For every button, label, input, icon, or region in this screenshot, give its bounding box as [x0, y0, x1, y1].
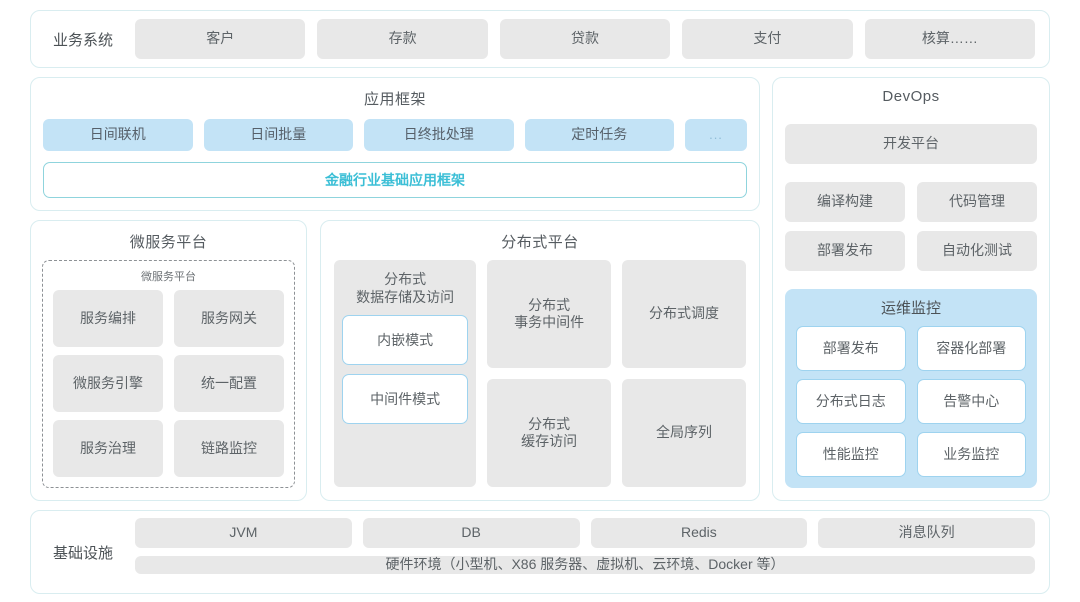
dist-mode-embedded[interactable]: 内嵌模式 [342, 315, 469, 366]
app-framework-title: 应用框架 [363, 91, 426, 108]
dist-data-storage-group[interactable]: 分布式 数据存储及访问 内嵌模式 中间件模式 [334, 260, 477, 487]
distributed-platform-body: 分布式 数据存储及访问 内嵌模式 中间件模式 分布式事务中间件 [334, 260, 746, 487]
ops-monitoring-box: 运维监控 部署发布 容器化部署 分布式日志 告警中心 性能监控 业务监控 [785, 289, 1037, 488]
devops-item-compile-build[interactable]: 编译构建 [785, 182, 905, 222]
app-chip-eod-batch[interactable]: 日终批处理 [364, 119, 514, 151]
devops-item-deploy-release[interactable]: 部署发布 [785, 231, 905, 271]
infrastructure-hardware-row: 硬件环境（小型机、X86 服务器、虚拟机、云环境、Docker 等） [135, 556, 1035, 586]
ops-item-container-deploy[interactable]: 容器化部署 [916, 326, 1026, 371]
business-system-band: 业务系统 客户 存款 贷款 支付 核算…… [30, 10, 1050, 68]
dist-data-storage-title: 分布式 数据存储及访问 [342, 270, 468, 306]
infra-item-redis[interactable]: Redis [590, 518, 808, 548]
business-item-deposit[interactable]: 存款 [317, 19, 488, 59]
app-chip-daytime-batch[interactable]: 日间批量 [203, 119, 353, 151]
devops-item-code-management[interactable]: 代码管理 [917, 182, 1037, 222]
ms-item-unified-config[interactable]: 统一配置 [174, 355, 284, 412]
business-item-payment[interactable]: 支付 [682, 19, 853, 59]
microservice-platform-title: 微服务平台 [129, 234, 208, 251]
dist-data-storage-title-line1: 分布式 [384, 271, 427, 287]
dist-item-cache-access[interactable]: 分布式缓存访问 [487, 379, 612, 487]
microservice-inner-box: 微服务平台 服务编排 服务网关 微服务引擎 统一配置 服务治理 链路监控 [42, 260, 295, 488]
app-chip-scheduled-task[interactable]: 定时任务 [524, 119, 674, 151]
devops-items-grid: 编译构建 代码管理 部署发布 自动化测试 [785, 182, 1037, 271]
business-system-label: 业务系统 [52, 31, 113, 49]
distributed-platform-panel: 分布式平台 分布式 数据存储及访问 内嵌模式 中间件模式 [320, 220, 760, 501]
ms-item-service-gateway[interactable]: 服务网关 [174, 290, 284, 347]
app-chip-more[interactable]: ... [685, 119, 747, 151]
business-item-loan[interactable]: 贷款 [499, 19, 671, 59]
infra-item-db[interactable]: DB [362, 518, 580, 548]
infrastructure-label: 基础设施 [52, 544, 113, 562]
middle-area: 应用框架 日间联机 日间批量 日终批处理 定时任务 ... 金融行业基础应用框架… [30, 77, 1050, 501]
ms-item-service-governance[interactable]: 服务治理 [53, 420, 163, 477]
ops-item-distributed-log[interactable]: 分布式日志 [796, 379, 906, 424]
infra-item-message-queue[interactable]: 消息队列 [818, 518, 1035, 548]
dist-mode-middleware[interactable]: 中间件模式 [342, 374, 469, 425]
ops-item-business-monitor[interactable]: 业务监控 [916, 432, 1026, 477]
app-framework-panel: 应用框架 日间联机 日间批量 日终批处理 定时任务 ... 金融行业基础应用框架 [30, 77, 760, 211]
infra-item-hardware-env[interactable]: 硬件环境（小型机、X86 服务器、虚拟机、云环境、Docker 等） [135, 556, 1035, 574]
microservice-inner-title: 微服务平台 [141, 271, 196, 283]
dist-item-transaction-middleware-text: 分布式事务中间件 [514, 296, 585, 331]
dist-item-cache-access-text: 分布式缓存访问 [521, 415, 578, 450]
lower-platform-row: 微服务平台 微服务平台 服务编排 服务网关 微服务引擎 统一配置 服务治理 链路… [30, 220, 760, 501]
distributed-platform-title: 分布式平台 [501, 234, 579, 251]
dist-item-transaction-middleware[interactable]: 分布式事务中间件 [487, 260, 612, 368]
app-framework-chips: 日间联机 日间批量 日终批处理 定时任务 ... [43, 119, 747, 151]
business-item-accounting[interactable]: 核算…… [864, 19, 1036, 59]
infra-item-jvm[interactable]: JVM [135, 518, 352, 548]
devops-panel: DevOps 开发平台 编译构建 代码管理 部署发布 自动化测试 运维监控 部署… [772, 77, 1050, 501]
ops-item-performance-monitor[interactable]: 性能监控 [796, 432, 906, 477]
infrastructure-items: JVM DB Redis 消息队列 [135, 518, 1035, 548]
ms-item-service-orchestration[interactable]: 服务编排 [53, 290, 163, 347]
platform-column: 应用框架 日间联机 日间批量 日终批处理 定时任务 ... 金融行业基础应用框架… [30, 77, 760, 501]
microservice-platform-panel: 微服务平台 微服务平台 服务编排 服务网关 微服务引擎 统一配置 服务治理 链路… [30, 220, 307, 501]
dist-items-grid: 分布式事务中间件 分布式调度 分布式缓存访问 全局序列 [487, 260, 746, 487]
devops-item-automated-test[interactable]: 自动化测试 [917, 231, 1037, 271]
ops-item-deploy-release[interactable]: 部署发布 [796, 326, 906, 371]
app-chip-daytime-online[interactable]: 日间联机 [43, 119, 193, 151]
infrastructure-content: JVM DB Redis 消息队列 硬件环境（小型机、X86 服务器、虚拟机、云… [135, 518, 1035, 586]
dist-item-scheduling[interactable]: 分布式调度 [622, 260, 746, 368]
ops-monitoring-grid: 部署发布 容器化部署 分布式日志 告警中心 性能监控 业务监控 [796, 326, 1026, 477]
dist-item-global-sequence[interactable]: 全局序列 [622, 379, 746, 487]
finance-base-framework-bar[interactable]: 金融行业基础应用框架 [43, 162, 747, 198]
ops-monitoring-title: 运维监控 [880, 300, 941, 317]
ms-item-microservice-engine[interactable]: 微服务引擎 [53, 355, 163, 412]
business-item-customer[interactable]: 客户 [135, 19, 306, 59]
devops-item-dev-platform[interactable]: 开发平台 [785, 124, 1037, 164]
infrastructure-band: 基础设施 JVM DB Redis 消息队列 硬件环境（小型机、X86 服务器、… [30, 510, 1050, 594]
ms-item-link-monitoring[interactable]: 链路监控 [174, 420, 284, 477]
devops-title: DevOps [882, 88, 940, 105]
ops-item-alert-center[interactable]: 告警中心 [916, 379, 1026, 424]
business-system-items: 客户 存款 贷款 支付 核算…… [135, 19, 1036, 59]
dist-data-storage-title-line2: 数据存储及访问 [356, 289, 455, 306]
microservice-items-grid: 服务编排 服务网关 微服务引擎 统一配置 服务治理 链路监控 [53, 290, 284, 477]
